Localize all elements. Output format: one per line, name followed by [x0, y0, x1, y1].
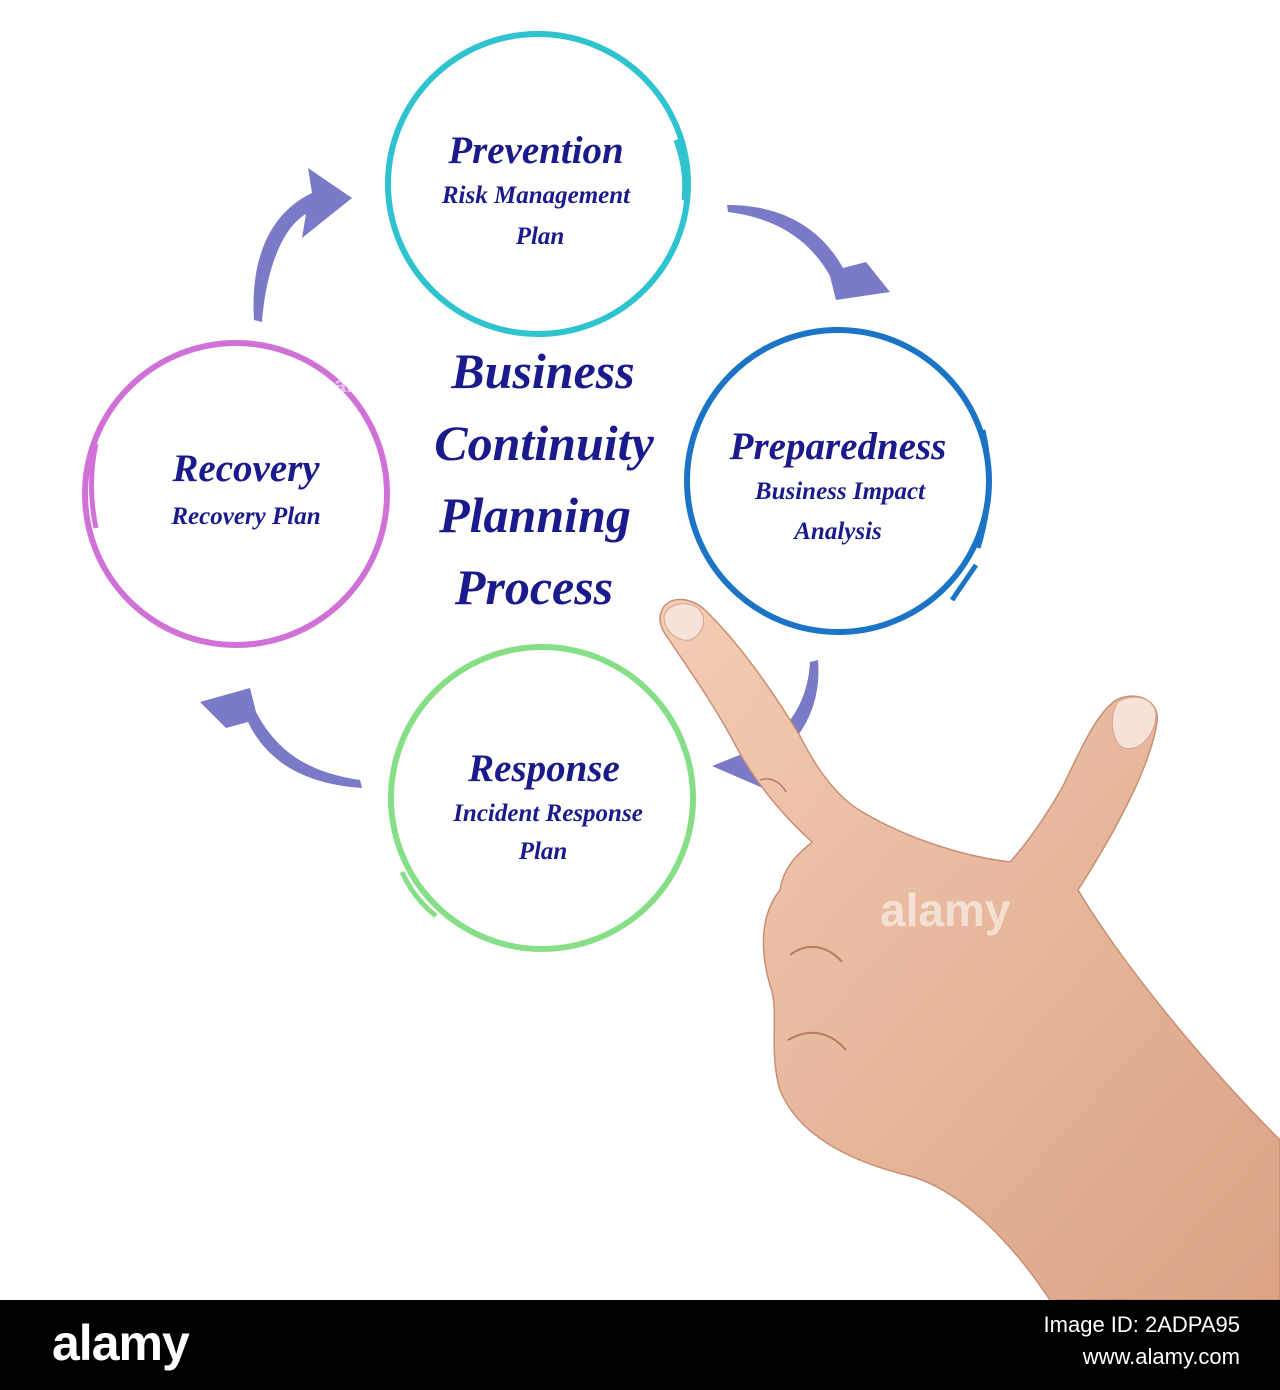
preparedness-label: Preparedness [729, 425, 947, 468]
arrow-prevention-to-preparedness [727, 205, 890, 300]
watermark-hand: alamy [880, 884, 1011, 936]
preparedness-sub-line-1: Business Impact [754, 478, 926, 505]
title-line-2: Continuity [434, 415, 654, 471]
circle-response [388, 644, 696, 952]
response-sub-line-1: Incident Response [452, 800, 643, 827]
arrow-preparedness-to-response [712, 660, 819, 792]
recovery-sub-line-1: Recovery Plan [170, 503, 320, 530]
watermark-top: alamy [334, 372, 397, 397]
site-url: www.alamy.com [1082, 1344, 1240, 1369]
circle-prevention [385, 31, 691, 337]
image-id: Image ID: 2ADPA95 [1043, 1312, 1240, 1337]
title-line-1: Business [450, 343, 634, 399]
circle-preparedness [684, 327, 992, 635]
response-sub-line-2: Plan [518, 838, 568, 865]
pointing-hand [659, 598, 1280, 1300]
title-line-3: Planning [438, 487, 631, 543]
recovery-label: Recovery [171, 447, 320, 490]
image-id-block: Image ID: 2ADPA95 www.alamy.com [1044, 1312, 1240, 1370]
arrow-recovery-to-prevention [253, 168, 352, 322]
prevention-sub-line-2: Plan [515, 223, 565, 250]
index-fingernail [663, 603, 705, 641]
thumb-nail [1111, 696, 1157, 750]
title-line-4: Process [454, 559, 613, 615]
circle-recovery [82, 340, 390, 648]
response-label: Response [467, 747, 620, 790]
preparedness-sub-line-2: Analysis [792, 518, 882, 545]
prevention-label: Prevention [447, 129, 623, 172]
arrow-response-to-recovery [200, 688, 362, 788]
diagram-stage: Prevention Risk Management Plan Prepared… [82, 31, 1280, 1300]
alamy-logo: alamy [52, 1315, 190, 1371]
prevention-sub-line-1: Risk Management [441, 182, 631, 209]
stock-footer: alamy Image ID: 2ADPA95 www.alamy.com [0, 1300, 1280, 1390]
diagram: Prevention Risk Management Plan Prepared… [82, 31, 1280, 1300]
